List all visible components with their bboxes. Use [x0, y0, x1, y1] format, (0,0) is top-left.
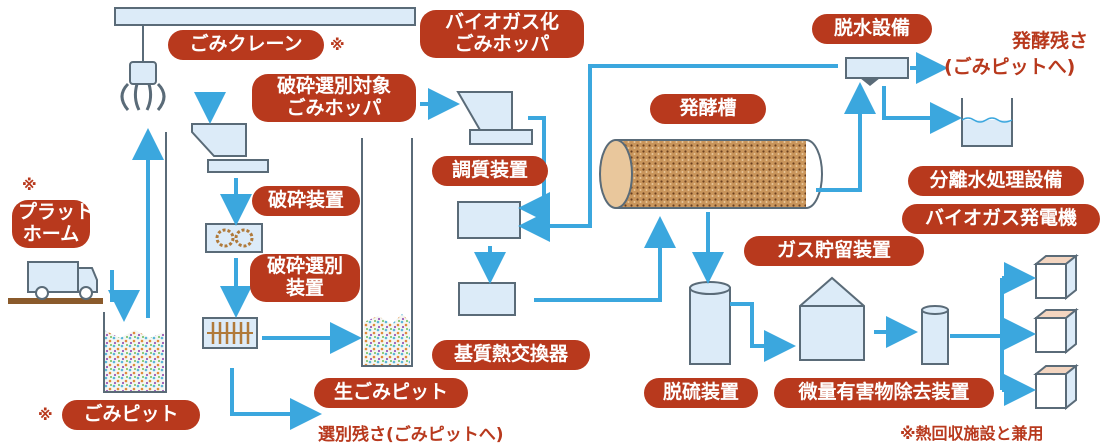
crane-asterisk: ※	[330, 36, 345, 54]
raw-pit-label: 生ごみピット	[314, 378, 468, 408]
crane-label: ごみクレーン	[168, 30, 324, 60]
separator-label: 破砕選別 装置	[250, 254, 360, 302]
biogas-hopper	[456, 91, 533, 145]
desulfurizer-label: 脱硫装置	[644, 378, 758, 408]
trace-removal-tank	[921, 305, 949, 365]
dewatering-label: 脱水設備	[812, 14, 932, 44]
crush-target-hopper	[191, 123, 269, 173]
biogas-hopper-label: バイオガス化 ごみホッパ	[420, 10, 584, 58]
crusher-label: 破砕装置	[252, 186, 360, 216]
fermenter-tank	[599, 139, 823, 209]
separator-label-line2: 装置	[285, 276, 324, 299]
separator-label-line1: 破砕選別	[266, 255, 343, 277]
generator-3-icon	[1033, 363, 1079, 411]
crane-rail	[114, 7, 416, 26]
fermentation-residue-title: 発酵残さ	[1012, 30, 1089, 52]
conditioner-box	[457, 201, 521, 239]
garbage-pit-label: ごみピット	[62, 400, 200, 430]
raw-garbage-pit	[361, 138, 413, 367]
separator-icon	[202, 317, 258, 349]
separated-water-tank	[961, 98, 1013, 147]
garbage-pit-asterisk: ※	[38, 406, 53, 424]
gas-holder-label: ガス貯留装置	[744, 236, 924, 266]
generator-2-icon	[1033, 307, 1079, 355]
platform-label-line1: プラット	[18, 201, 95, 223]
desulfurizer-tank	[689, 281, 731, 365]
garbage-pit	[103, 132, 167, 393]
garbage-truck-icon	[8, 261, 103, 304]
biogas-generator-label: バイオガス発電機	[902, 204, 1100, 234]
selection-residue-note: 選別残さ(ごみピットへ)	[318, 425, 504, 445]
fermenter-label: 発酵槽	[650, 94, 766, 124]
separated-water-label: 分離水処理設備	[908, 166, 1084, 196]
trace-removal-label: 微量有害物除去装置	[774, 378, 994, 408]
heat-exchanger-box	[458, 282, 516, 316]
crusher-icon	[205, 223, 263, 253]
shared-facility-note: ※熱回収施設と兼用	[900, 424, 1044, 443]
fermentation-residue-sub: (ごみピットへ)	[944, 56, 1076, 78]
crane-grab-icon	[120, 61, 166, 111]
biogas-hopper-label-line2: ごみホッパ	[454, 32, 550, 55]
biogas-hopper-label-line1: バイオガス化	[444, 11, 559, 33]
platform-label: プラット ホーム	[12, 200, 95, 248]
generator-1-icon	[1033, 253, 1079, 301]
heat-exchanger-label: 基質熱交換器	[432, 340, 590, 370]
crush-hopper-label: 破砕選別対象 ごみホッパ	[252, 74, 416, 122]
platform-asterisk: ※	[22, 176, 37, 194]
crush-hopper-label-line1: 破砕選別対象	[276, 75, 391, 97]
platform-label-line2: ホーム	[22, 222, 80, 245]
flow-arrows	[108, 52, 1036, 430]
conditioner-label: 調質装置	[432, 156, 548, 186]
crush-hopper-label-line2: ごみホッパ	[286, 96, 382, 119]
gas-holder-tank	[799, 276, 865, 361]
dewatering-unit	[845, 57, 909, 86]
